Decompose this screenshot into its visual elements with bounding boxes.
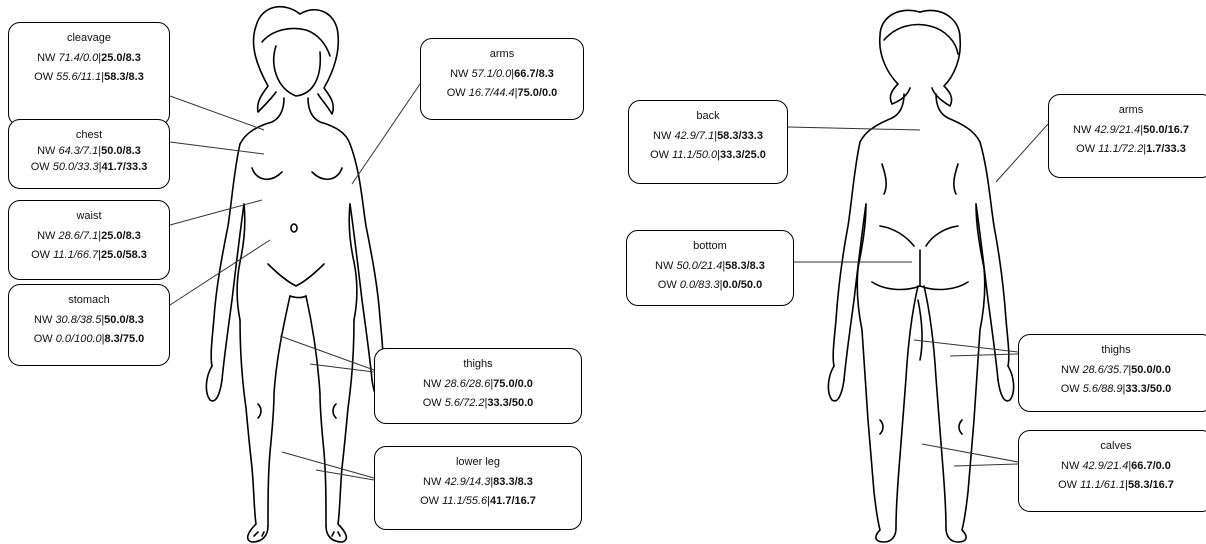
nw-row: NW 50.0/21.4|58.3/8.3 bbox=[655, 259, 765, 272]
nw-row: NW 28.6/28.6|75.0/0.0 bbox=[423, 377, 533, 390]
ow-row: OW 55.6/11.1|58.3/8.3 bbox=[34, 70, 144, 83]
label-box-thighs: thighs NW 28.6/35.7|50.0/0.0 OW 5.6/88.9… bbox=[1018, 334, 1206, 412]
leader-lines bbox=[169, 83, 1049, 481]
box-title: calves bbox=[1100, 440, 1132, 452]
label-box-calves: calves NW 42.9/21.4|66.7/0.0 OW 11.1/61.… bbox=[1018, 430, 1206, 512]
nw-row: NW 57.1/0.0|66.7/8.3 bbox=[450, 67, 554, 80]
ow-row: OW 11.1/66.7|25.0/58.3 bbox=[31, 248, 147, 261]
ow-row: OW 0.0/100.0|8.3/75.0 bbox=[33, 332, 145, 345]
nw-row: NW 42.9/21.4|50.0/16.7 bbox=[1073, 123, 1189, 136]
box-title: back bbox=[696, 110, 720, 122]
box-title: lower leg bbox=[455, 456, 501, 468]
back-body-outline bbox=[827, 9, 1015, 543]
nw-row: NW 42.9/7.1|58.3/33.3 bbox=[653, 129, 763, 142]
ow-row: OW 0.0/83.3|0.0/50.0 bbox=[657, 278, 763, 291]
box-title: thighs bbox=[463, 358, 493, 370]
nw-row: NW 42.9/21.4|66.7/0.0 bbox=[1061, 459, 1171, 472]
label-box-lower-leg: lower leg NW 42.9/14.3|83.3/8.3 OW 11.1/… bbox=[374, 446, 582, 530]
label-box-chest: chest NW 64.3/7.1|50.0/8.3 OW 50.0/33.3|… bbox=[8, 119, 170, 189]
nw-row: NW 30.8/38.5|50.0/8.3 bbox=[34, 313, 144, 326]
box-title: arms bbox=[489, 48, 515, 60]
ow-row: OW 11.1/72.2|1.7/33.3 bbox=[1076, 142, 1186, 155]
label-box-arms: arms NW 42.9/21.4|50.0/16.7 OW 11.1/72.2… bbox=[1048, 94, 1206, 178]
nw-row: NW 28.6/7.1|25.0/8.3 bbox=[37, 229, 141, 242]
nw-row: NW 42.9/14.3|83.3/8.3 bbox=[423, 475, 533, 488]
box-title: thighs bbox=[1101, 344, 1131, 356]
label-box-waist: waist NW 28.6/7.1|25.0/8.3 OW 11.1/66.7|… bbox=[8, 200, 170, 280]
label-box-stomach: stomach NW 30.8/38.5|50.0/8.3 OW 0.0/100… bbox=[8, 284, 170, 366]
ow-row: OW 11.1/50.0|33.3/25.0 bbox=[650, 148, 766, 161]
nw-row: NW 28.6/35.7|50.0/0.0 bbox=[1061, 363, 1171, 376]
label-box-cleavage: cleavage NW 71.4/0.0|25.0/8.3 OW 55.6/11… bbox=[8, 22, 170, 126]
nw-row: NW 71.4/0.0|25.0/8.3 bbox=[37, 51, 141, 64]
label-box-arms: arms NW 57.1/0.0|66.7/8.3 OW 16.7/44.4|7… bbox=[420, 38, 584, 120]
front-body-outline bbox=[205, 6, 389, 543]
ow-row: OW 11.1/55.6|41.7/16.7 bbox=[420, 494, 536, 507]
box-title: arms bbox=[1118, 104, 1144, 116]
ow-row: OW 50.0/33.3|41.7/33.3 bbox=[30, 160, 148, 173]
box-title: chest bbox=[75, 129, 103, 141]
box-title: stomach bbox=[68, 294, 110, 306]
label-box-back: back NW 42.9/7.1|58.3/33.3 OW 11.1/50.0|… bbox=[628, 100, 788, 184]
ow-row: OW 5.6/72.2|33.3/50.0 bbox=[422, 396, 534, 409]
box-title: bottom bbox=[693, 240, 727, 252]
box-title: waist bbox=[76, 210, 102, 222]
ow-row: OW 16.7/44.4|75.0/0.0 bbox=[446, 86, 558, 99]
label-box-thighs: thighs NW 28.6/28.6|75.0/0.0 OW 5.6/72.2… bbox=[374, 348, 582, 424]
nw-row: NW 64.3/7.1|50.0/8.3 bbox=[37, 144, 141, 157]
box-title: cleavage bbox=[66, 32, 112, 44]
ow-row: OW 11.1/61.1|58.3/16.7 bbox=[1058, 478, 1174, 491]
ow-row: OW 5.6/88.9|33.3/50.0 bbox=[1060, 382, 1172, 395]
label-box-bottom: bottom NW 50.0/21.4|58.3/8.3 OW 0.0/83.3… bbox=[626, 230, 794, 306]
